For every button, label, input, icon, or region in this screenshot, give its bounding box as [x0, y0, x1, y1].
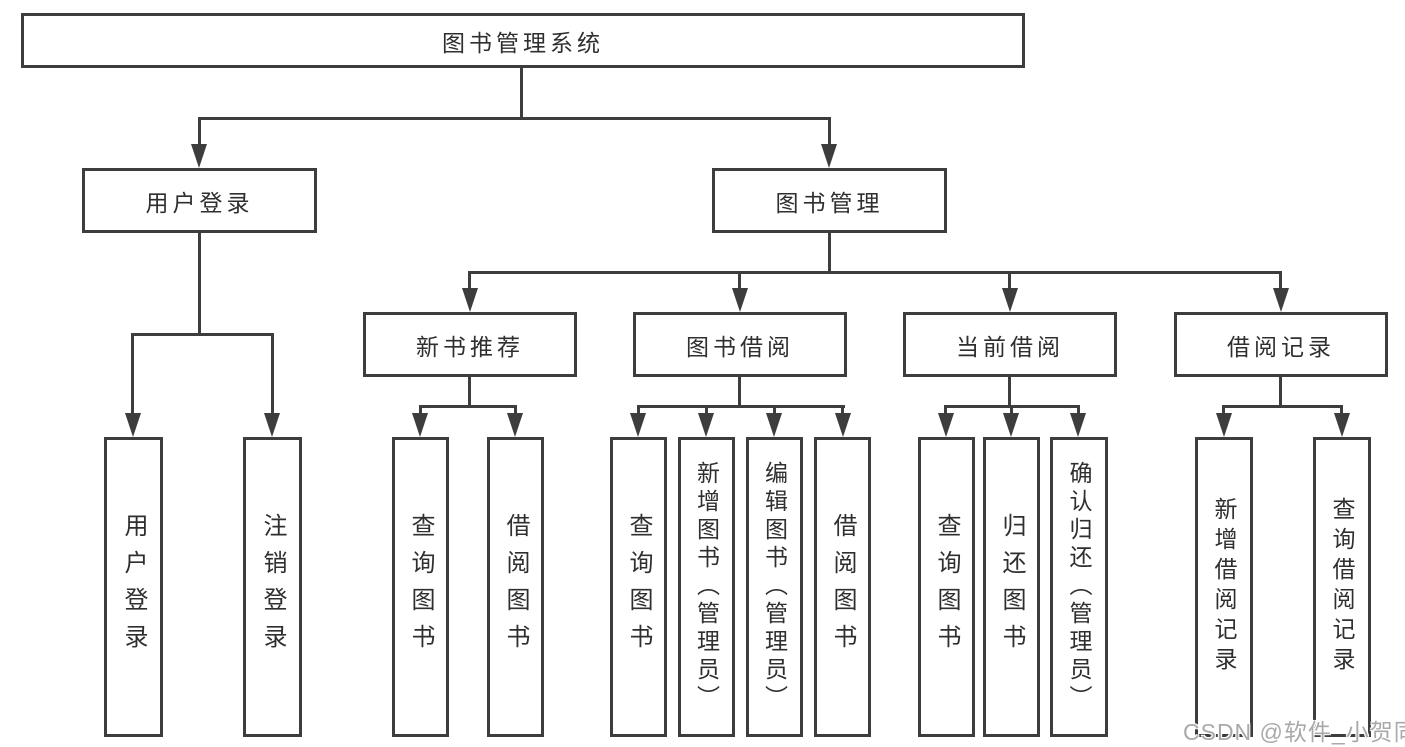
connector-drop-query-borrowing-record	[1340, 405, 1343, 417]
node-add-borrowing-record: 新增借阅记录	[1195, 437, 1253, 737]
arrowhead-query-books-current	[938, 413, 954, 437]
node-borrow-books-recommendation: 借阅图书	[487, 437, 544, 737]
arrowhead-edit-books-admin	[766, 413, 782, 437]
connector-drop-query-books-current	[944, 405, 947, 417]
node-label: 新书推荐	[416, 333, 524, 360]
node-label: 用户登录	[145, 189, 254, 216]
node-label: 查询图书	[933, 513, 960, 661]
connector-drop-borrow-books-recommendation	[514, 405, 517, 417]
node-label: 新增借阅记录	[1211, 497, 1237, 677]
connector-drop-user-login-action	[131, 333, 134, 415]
node-label: 图书借阅	[686, 333, 794, 360]
connector-user-login-rail	[131, 333, 274, 336]
connector-drop-add-borrowing-record	[1222, 405, 1225, 417]
node-borrowing-records: 借阅记录	[1174, 312, 1388, 377]
connector-book-management-stem	[828, 233, 831, 273]
node-label: 归还图书	[998, 513, 1025, 661]
node-query-books-current: 查询图书	[918, 437, 975, 737]
node-label: 查询图书	[625, 513, 652, 661]
connector-drop-borrow-books-borrowing	[841, 405, 844, 417]
arrowhead-user-login	[191, 144, 207, 168]
connector-drop-add-books-admin	[705, 405, 708, 417]
node-label: 注销登录	[259, 513, 286, 661]
connector-book-borrowing-stem	[738, 377, 741, 408]
connector-user-login-stem	[198, 233, 201, 335]
connector-new-book-stem	[468, 377, 471, 408]
connector-level3-rail	[468, 271, 1282, 274]
arrowhead-borrow-books-recommendation	[507, 413, 523, 437]
connector-book-borrowing-rail	[637, 405, 845, 408]
connector-drop-query-books-borrowing	[637, 405, 640, 417]
connector-drop-borrowing-records	[1279, 271, 1282, 291]
connector-drop-query-books-recommendation	[419, 405, 422, 417]
node-confirm-return-admin: 确认归还（管理员）	[1050, 437, 1108, 737]
connector-drop-current-borrowing	[1008, 271, 1011, 291]
connector-level2-rail	[198, 117, 831, 120]
node-label: 用户登录	[120, 513, 147, 661]
connector-drop-logout-action	[271, 333, 274, 415]
arrowhead-query-borrowing-record	[1334, 413, 1350, 437]
connector-drop-user-login	[198, 117, 201, 146]
node-label: 借阅记录	[1227, 333, 1335, 360]
node-label: 新增图书（管理员）	[693, 461, 720, 713]
connector-drop-return-books	[1010, 405, 1013, 417]
watermark-csdn: CSDN @软件_小贺同学	[1183, 719, 1405, 745]
node-label: 图书管理	[775, 189, 884, 216]
connector-current-borrowing-stem	[1008, 377, 1011, 408]
node-current-borrowing: 当前借阅	[903, 312, 1117, 377]
node-add-books-admin: 新增图书（管理员）	[678, 437, 735, 737]
node-query-books-borrowing: 查询图书	[610, 437, 667, 737]
node-logout-action: 注销登录	[243, 437, 302, 737]
node-user-login-action: 用户登录	[104, 437, 163, 737]
node-query-borrowing-record: 查询借阅记录	[1313, 437, 1371, 737]
node-label: 当前借阅	[956, 333, 1064, 360]
connector-new-book-rail	[419, 405, 517, 408]
arrowhead-query-books-recommendation	[412, 413, 428, 437]
arrowhead-query-books-borrowing	[630, 413, 646, 437]
arrowhead-logout-action	[264, 413, 280, 437]
arrowhead-borrow-books-borrowing	[835, 413, 851, 437]
arrowhead-book-management	[821, 144, 837, 168]
connector-drop-edit-books-admin	[773, 405, 776, 417]
connector-root-trunk	[520, 66, 523, 119]
node-label: 借阅图书	[502, 513, 529, 661]
arrowhead-confirm-return-admin	[1070, 413, 1086, 437]
connector-drop-book-management	[828, 117, 831, 146]
node-label: 图书管理系统	[442, 29, 604, 56]
node-book-borrowing: 图书借阅	[633, 312, 847, 377]
arrowhead-current-borrowing	[1002, 288, 1018, 312]
arrowhead-add-borrowing-record	[1216, 413, 1232, 437]
arrowhead-add-books-admin	[698, 413, 714, 437]
arrowhead-new-book	[462, 288, 478, 312]
node-user-login: 用户登录	[82, 168, 317, 233]
node-label: 确认归还（管理员）	[1066, 461, 1092, 713]
connector-borrowing-records-stem	[1279, 377, 1282, 408]
node-label: 查询借阅记录	[1329, 497, 1355, 677]
node-book-management: 图书管理	[712, 168, 947, 233]
connector-drop-confirm-return-admin	[1077, 405, 1080, 417]
connector-drop-book-borrowing	[738, 271, 741, 291]
node-library-management-system: 图书管理系统	[21, 13, 1025, 68]
node-query-books-recommendation: 查询图书	[392, 437, 449, 737]
node-label: 查询图书	[407, 513, 434, 661]
node-label: 借阅图书	[829, 513, 856, 661]
arrowhead-user-login-action	[125, 413, 141, 437]
node-borrow-books-borrowing: 借阅图书	[814, 437, 871, 737]
node-return-books: 归还图书	[983, 437, 1040, 737]
node-new-book-recommendation: 新书推荐	[363, 312, 577, 377]
arrowhead-book-borrowing	[732, 288, 748, 312]
connector-borrowing-records-rail	[1222, 405, 1343, 408]
arrowhead-borrowing-records	[1273, 288, 1289, 312]
node-label: 编辑图书（管理员）	[761, 461, 788, 713]
node-edit-books-admin: 编辑图书（管理员）	[746, 437, 803, 737]
arrowhead-return-books	[1003, 413, 1019, 437]
connector-drop-new-book	[468, 271, 471, 291]
